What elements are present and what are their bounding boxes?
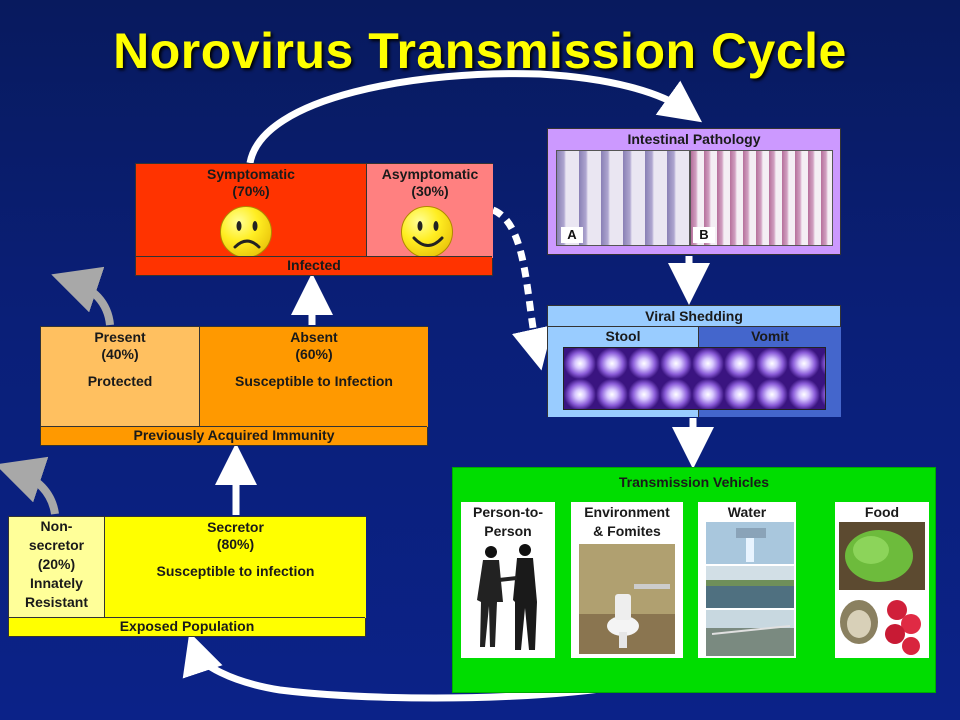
infected-box: Symptomatic (70%) Asymptomatic (30%) Inf… (135, 163, 493, 276)
environment-label-2: & Fomites (593, 523, 661, 539)
exposed-box: Non- secretor (20%) Innately Resistant S… (8, 516, 366, 637)
water-card: Water (698, 502, 796, 658)
nonsecretor-pct: (20%) (37, 556, 76, 572)
secretor-desc: Susceptible to infection (156, 563, 315, 579)
secretor-panel: Secretor (80%) Susceptible to infection (104, 517, 366, 618)
person-label-1: Person-to- (473, 504, 543, 520)
toilet-image (579, 544, 675, 654)
asymptomatic-panel: Asymptomatic (30%) (366, 164, 493, 258)
arrow-protected-exit (51, 266, 114, 326)
symptomatic-pct: (70%) (232, 183, 270, 199)
person-card: Person-to- Person (461, 502, 555, 658)
sad-face-icon (220, 206, 272, 258)
happy-face-icon (401, 206, 453, 258)
food-label: Food (864, 504, 900, 520)
intestinal-pathology-box: Intestinal Pathology A B (547, 128, 841, 255)
intestinal-title: Intestinal Pathology (627, 131, 761, 147)
water-label: Water (727, 504, 767, 520)
food-images (839, 522, 925, 656)
present-desc: Protected (87, 373, 153, 389)
present-label: Present (94, 329, 146, 345)
transmission-title: Transmission Vehicles (618, 474, 770, 490)
shedding-title: Viral Shedding (548, 306, 840, 327)
vomit-label: Vomit (751, 328, 789, 344)
viral-shedding-box: Viral Shedding Stool Vomit (547, 305, 841, 417)
transmission-vehicles-box: Transmission Vehicles Person-to- Person … (452, 467, 936, 693)
nonsecretor-line2: secretor (28, 537, 85, 553)
asymptomatic-pct: (30%) (411, 183, 449, 199)
person-label-2: Person (484, 523, 532, 539)
arrow-asymptomatic-to-shedding (491, 206, 554, 371)
water-images (706, 522, 794, 656)
tissue-tag-b: B (693, 227, 715, 243)
immunity-absent-panel: Absent (60%) Susceptible to Infection (199, 327, 428, 427)
nonsecretor-panel: Non- secretor (20%) Innately Resistant (9, 517, 104, 618)
stool-label: Stool (605, 328, 641, 344)
diagram-title: Norovirus Transmission Cycle (113, 23, 847, 79)
secretor-pct: (80%) (216, 536, 255, 552)
immunity-box: Present (40%) Protected Absent (60%) Sus… (40, 326, 428, 446)
absent-desc: Susceptible to Infection (235, 373, 393, 389)
nonsecretor-line5: Resistant (24, 594, 89, 610)
asymptomatic-label: Asymptomatic (381, 166, 479, 182)
absent-pct: (60%) (295, 346, 333, 362)
present-pct: (40%) (101, 346, 139, 362)
symptomatic-panel: Symptomatic (70%) (136, 164, 366, 258)
immunity-present-panel: Present (40%) Protected (41, 327, 199, 427)
tissue-image-a: A (556, 150, 690, 246)
arrow-symptomatic-to-intestinal (246, 70, 703, 164)
secretor-label: Secretor (207, 519, 264, 535)
absent-label: Absent (290, 329, 338, 345)
exposed-bar: Exposed Population (9, 617, 365, 636)
food-card: Food (835, 502, 929, 658)
arrow-resistant-exit (0, 456, 59, 515)
handshake-people-icon (477, 544, 537, 650)
nonsecretor-line1: Non- (40, 518, 73, 534)
infected-bar: Infected (136, 256, 492, 275)
symptomatic-label: Symptomatic (207, 166, 295, 182)
immunity-bar: Previously Acquired Immunity (41, 426, 427, 445)
tissue-tag-a: A (561, 227, 583, 243)
virus-micrograph-image (563, 347, 826, 410)
environment-label-1: Environment (584, 504, 670, 520)
environment-card: Environment & Fomites (571, 502, 683, 658)
nonsecretor-line4: Innately (30, 575, 83, 591)
tissue-image-b: B (690, 150, 833, 246)
